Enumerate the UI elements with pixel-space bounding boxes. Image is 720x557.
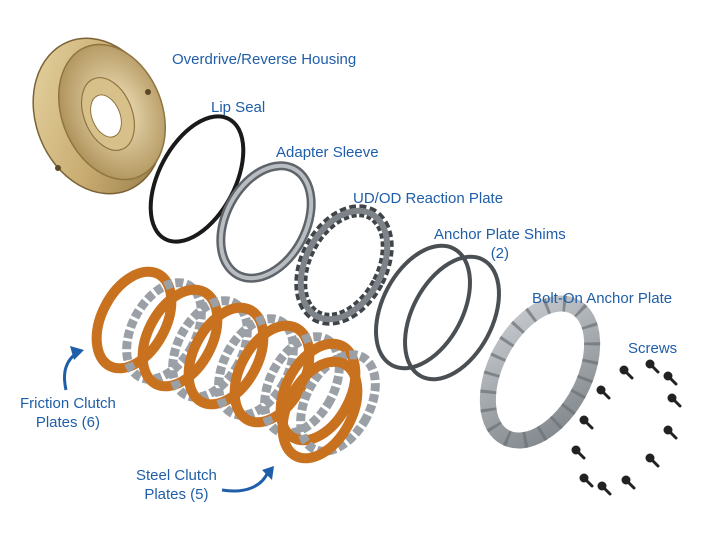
steel-clutch-plate xyxy=(260,332,344,438)
friction-clutch-plate xyxy=(183,302,269,410)
friction-clutch-plate xyxy=(137,284,223,392)
screws xyxy=(571,359,682,496)
screws-label: Screws xyxy=(628,340,678,357)
steel-plates-label: Steel Clutch Plates (5) xyxy=(136,466,217,504)
friction-clutch-plate xyxy=(91,266,177,374)
bolt-on-anchor-plate xyxy=(479,295,601,449)
reaction-plate xyxy=(294,204,394,326)
steel-label-line1: Steel Clutch xyxy=(136,467,217,484)
clutch-pack xyxy=(91,266,380,464)
shims-label-line2: (2) xyxy=(490,245,510,262)
adapter-sleeve xyxy=(216,161,316,283)
adapter-sleeve-label: Adapter Sleeve xyxy=(276,144,379,161)
steel-label-line2: Plates (5) xyxy=(144,486,209,503)
curved-arrow-right-icon xyxy=(221,471,270,493)
friction-clutch-plate xyxy=(277,356,363,464)
friction-clutch-plate xyxy=(275,338,361,446)
friction-plates-label: Friction Clutch Plates (6) xyxy=(20,394,116,432)
shims-label-line1: Anchor Plate Shims xyxy=(434,226,566,243)
anchor-plate-shims-label: Anchor Plate Shims (2) xyxy=(434,225,566,263)
lip-seal-label: Lip Seal xyxy=(211,99,266,116)
reaction-plate-label: UD/OD Reaction Plate xyxy=(353,190,504,207)
overdrive-reverse-housing xyxy=(32,37,167,195)
anchor-plate-label: Bolt-On Anchor Plate xyxy=(532,290,673,307)
arrowhead-up-icon xyxy=(70,346,84,360)
housing-label: Overdrive/Reverse Housing xyxy=(172,51,357,68)
steel-clutch-plate xyxy=(296,350,380,456)
friction-label-line1: Friction Clutch xyxy=(20,395,116,412)
arrowhead-right-icon xyxy=(262,466,274,480)
anchor-plate-shims xyxy=(374,243,501,382)
friction-label-line2: Plates (6) xyxy=(35,414,101,431)
